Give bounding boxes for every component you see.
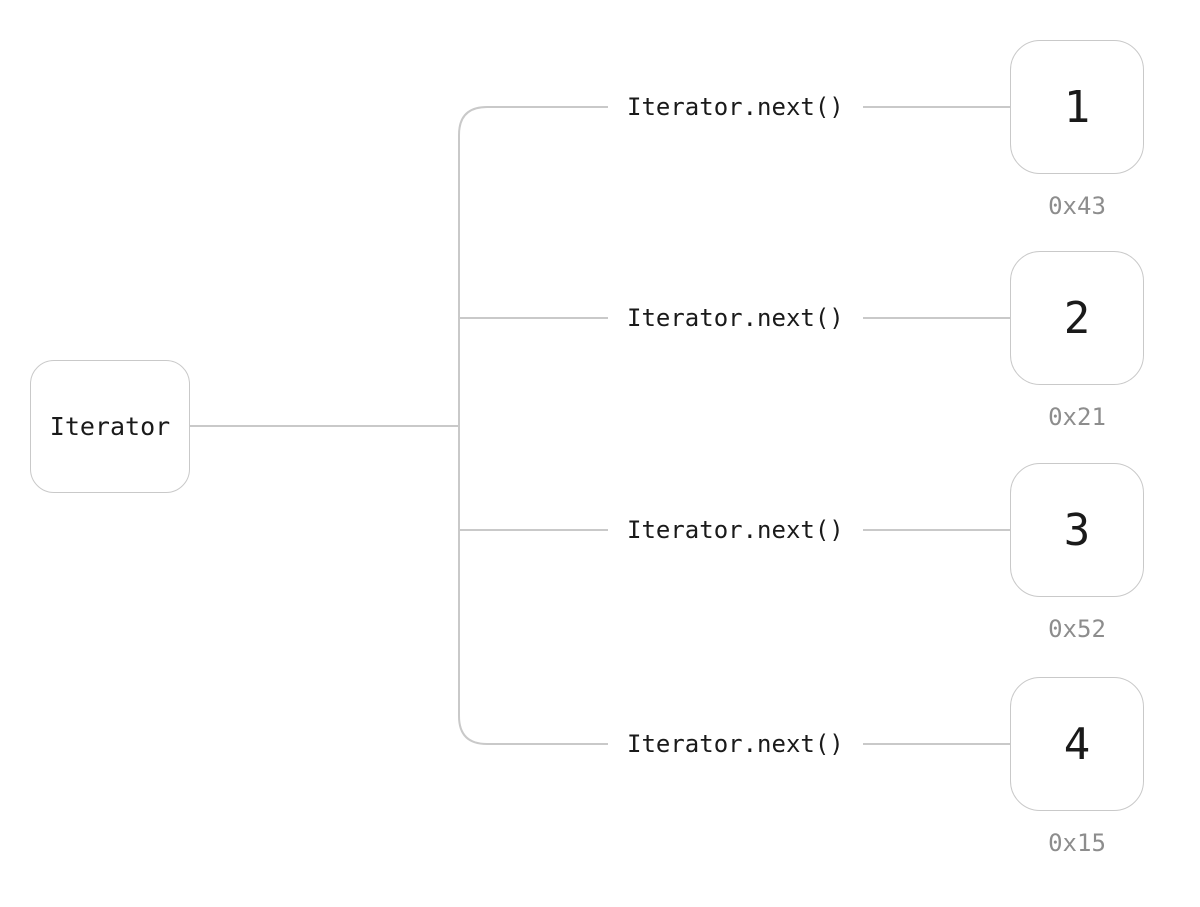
root-node-label: Iterator <box>49 412 171 441</box>
branch-call-label-3: Iterator.next() <box>627 516 844 544</box>
item-address-4: 0x15 <box>1048 829 1106 857</box>
trunk-with-outer-branch-lines <box>458 106 608 745</box>
item-node-3: 3 <box>1010 463 1144 597</box>
item-value-4: 4 <box>1063 718 1091 770</box>
item-address-3: 0x52 <box>1048 615 1106 643</box>
item-node-1: 1 <box>1010 40 1144 174</box>
branch-call-label-1: Iterator.next() <box>627 93 844 121</box>
item-value-3: 3 <box>1063 504 1091 556</box>
item-node-2: 2 <box>1010 251 1144 385</box>
item-address-2: 0x21 <box>1048 403 1106 431</box>
item-value-1: 1 <box>1063 81 1091 133</box>
branch-call-label-2: Iterator.next() <box>627 304 844 332</box>
item-value-2: 2 <box>1063 292 1091 344</box>
item-node-4: 4 <box>1010 677 1144 811</box>
item-address-1: 0x43 <box>1048 192 1106 220</box>
root-node: Iterator <box>30 360 190 493</box>
branch-call-label-4: Iterator.next() <box>627 730 844 758</box>
